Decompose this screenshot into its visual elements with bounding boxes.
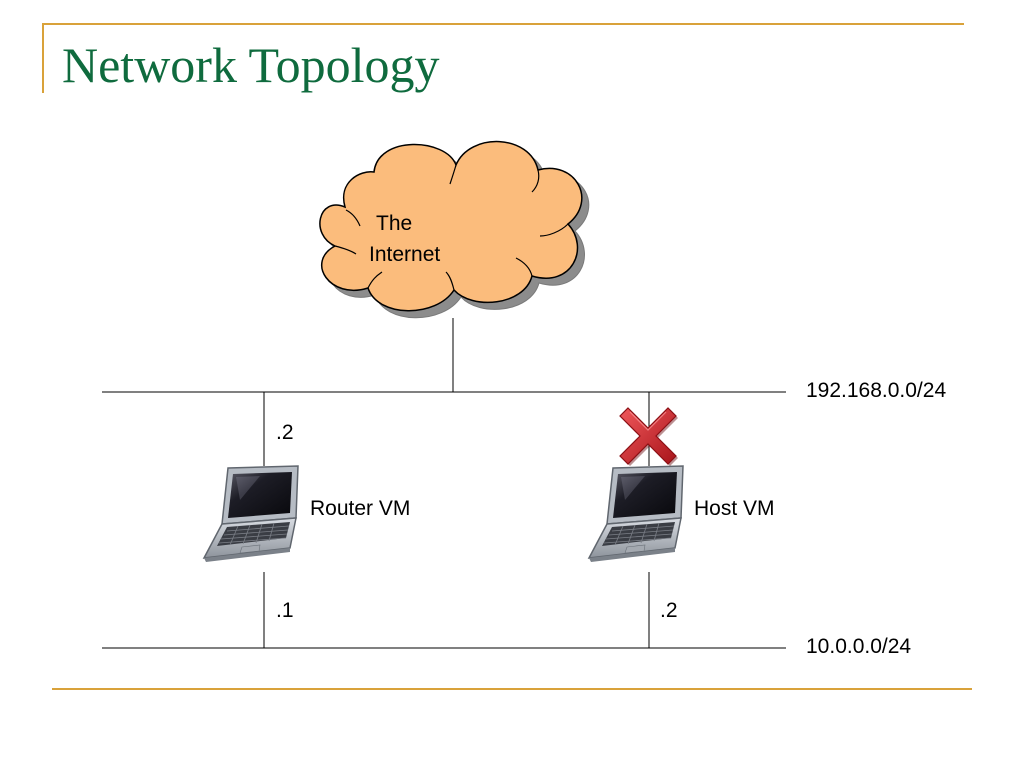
router-vm-laptop-icon	[203, 465, 299, 563]
internet-cloud	[319, 140, 583, 312]
router-vm-label: Router VM	[310, 497, 410, 520]
host-vm-label: Host VM	[694, 497, 775, 520]
cloud-label-line1: The	[376, 212, 412, 235]
upper-network-label: 192.168.0.0/24	[806, 379, 946, 402]
host-lower-ip: .2	[660, 599, 678, 622]
cloud-label-line2: Internet	[369, 243, 440, 266]
router-lower-ip: .1	[276, 599, 294, 622]
red-x-icon	[619, 407, 678, 466]
bottom-rule	[52, 688, 972, 690]
lower-network-label: 10.0.0.0/24	[806, 635, 911, 658]
top-rule	[42, 23, 964, 25]
left-rule	[42, 23, 44, 93]
router-upper-ip: .2	[276, 421, 294, 444]
slide-title: Network Topology	[62, 37, 440, 93]
host-vm-laptop-icon	[588, 465, 684, 563]
